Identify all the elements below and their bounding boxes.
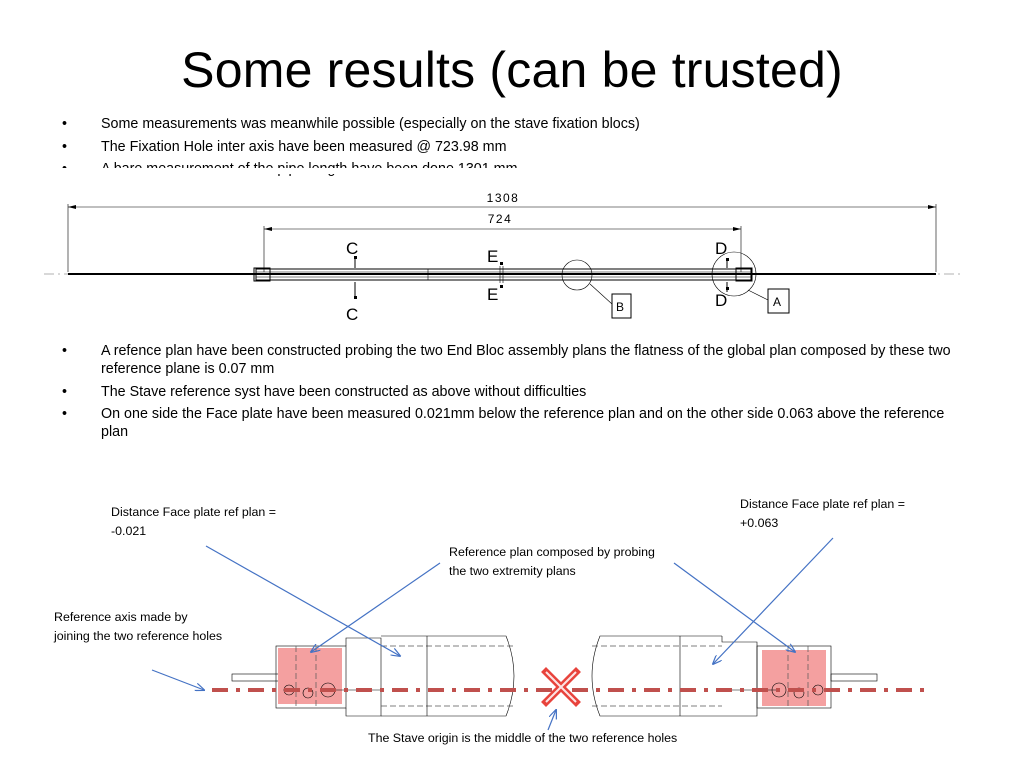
end-bloc-left [253,267,271,282]
end-bloc-right [735,267,753,282]
left-ref-highlight [278,648,342,704]
right-ref-highlight [762,650,826,706]
detail-b-circle [561,259,593,291]
bullet-item: • Some measurements was meanwhile possibl… [62,115,962,133]
arrow-reference-plan-right [673,562,795,652]
bullet-dot: • [62,383,68,400]
bullet-dot: • [62,343,68,359]
right-distance-annotation: Distance Face plate ref plan = +0.063 [740,497,905,530]
slide-title: Some results (can be trusted) [181,42,843,98]
bullet-dot: • [62,116,68,132]
detail-a-box [767,288,790,314]
bullet-text: A refence plan have been constructed pro… [101,343,951,377]
bottom-bullet-list: • A refence plan have been constructed pr… [62,342,962,446]
detail-b-label: B [616,300,625,314]
dimension-holes [263,226,742,272]
stave-body [255,268,752,281]
dimension-1308-label: 1308 [487,191,520,205]
section-d-bottom-label: D [715,291,728,310]
section-c-top-label: C [346,239,359,258]
section-e-bottom-label: E [487,285,499,304]
reference-plan-annotation: Reference plan composed by probing the t… [449,545,655,578]
right-end-bloc-detail [591,635,878,717]
detail-a-circle [711,251,757,297]
bullet-text: On one side the Face plate have been mea… [101,406,945,440]
bullet-item: • The Fixation Hole inter axis have been … [62,138,962,156]
bullet-text: The Stave reference syst have been const… [101,383,587,400]
bullet-dot: • [62,406,68,422]
arrow-left-distance [205,545,400,656]
section-e-top-label: E [487,247,499,266]
bullet-item: • A refence plan have been constructed pr… [62,342,962,378]
bullet-text: Some measurements was meanwhile possible… [101,116,640,132]
dimension-724-label: 724 [488,212,513,226]
dimension-overall [67,204,937,272]
text-crop-mask [62,168,962,174]
detail-b-box [611,293,632,319]
arrow-right-distance [713,537,834,664]
bullet-text: The Fixation Hole inter axis have been m… [101,138,507,155]
left-distance-annotation: Distance Face plate ref plan = -0.021 [111,505,276,538]
left-end-bloc-detail [231,635,516,717]
section-c-bottom-label: C [346,305,359,324]
bullet-dot: • [62,138,68,155]
arrow-reference-plan-left [311,562,441,652]
detail-a-label: A [773,295,782,309]
stave-origin-annotation: The Stave origin is the middle of the tw… [368,731,678,745]
origin-cross-icon [541,667,581,707]
reference-axis-annotation: Reference axis made by joining the two r… [54,610,223,643]
arrow-reference-axis [151,669,204,690]
section-d-top-label: D [715,239,728,258]
bullet-item: • On one side the Face plate have been me… [62,405,962,441]
bullet-item: • The Stave reference syst have been cons… [62,383,962,401]
arrow-origin [547,710,556,731]
